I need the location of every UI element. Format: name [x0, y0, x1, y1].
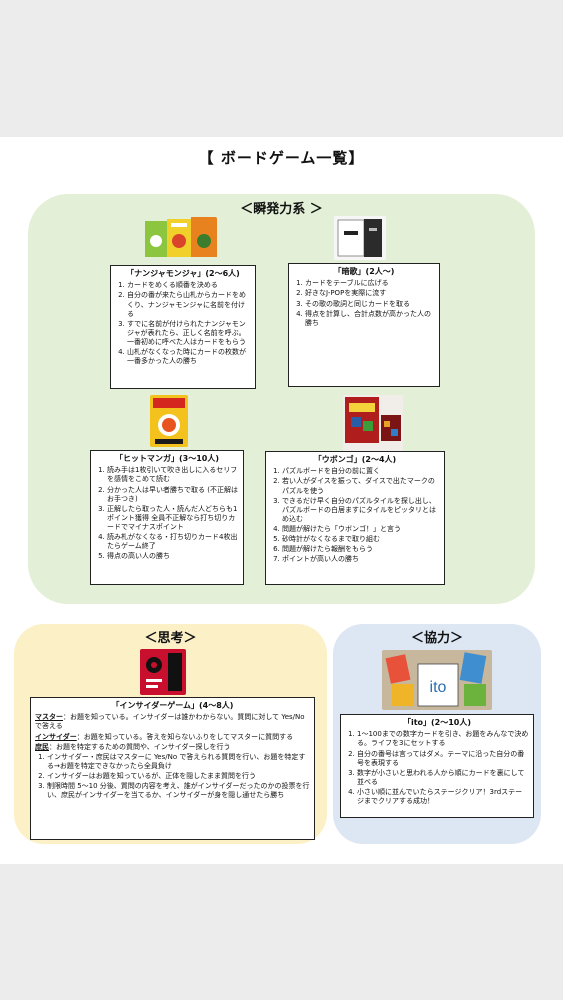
svg-text:ito: ito — [430, 679, 447, 696]
ito-step: 1〜100までの数字カードを引き、お題をみんなで決める。ライフを3にセットする — [357, 730, 529, 748]
role-commoner: 庶民：お題を特定するための質問や、インサイダー探しを行う — [35, 742, 231, 751]
nanja-step: 自分の番が来たら山札からカードをめくり、ナンジャモンジャに名前を付ける — [127, 291, 251, 318]
hitmanga-step: 読み手は1枚引いて吹き出しに入るセリフを感情をこめて読む — [107, 466, 239, 484]
nanja-title: 「ナンジャモンジャ」(2〜6人) — [126, 269, 240, 278]
ito-title: 「ito」(2〜10人) — [402, 718, 472, 727]
document-page: 【 ボードゲーム一覧】 ＜瞬発力系 ＞ 「ナンジャモンジャ」(2〜6人) カード… — [0, 137, 563, 864]
ubongo-title: 「ウボンゴ」(2〜4人) — [313, 455, 397, 464]
section-title-coop: ＜協力＞ — [410, 631, 463, 646]
hitmanga-steps: 読み手は1枚引いて吹き出しに入るセリフを感情をこめて読む 分かった人は早い者勝ち… — [95, 466, 239, 561]
anka-step: 好きなJ-POPを実際に流す — [305, 289, 435, 298]
hitmanga-step: 得点の高い人の勝ち — [107, 552, 239, 561]
hitmanga-title: 「ヒットマンガ」(3〜10人) — [114, 454, 219, 463]
nanja-step: 山札がなくなった時にカードの枚数が一番多かった人の勝ち — [127, 348, 251, 366]
insider-title: 「インサイダーゲーム」(4〜8人) — [111, 701, 234, 710]
role-master: マスター：お題を知っている。インサイダーは誰かわからない。質問に対して Yes/… — [35, 713, 305, 731]
hitmanga-step: 正解したら取った人・読んだ人どちらも1ポイント獲得 全員不正解なら打ち切りカード… — [107, 505, 239, 532]
hitmanga-step: 分かった人は早い者勝ちで取る (不正解はお手つき) — [107, 486, 239, 504]
ubongo-card: 「ウボンゴ」(2〜4人) パズルボードを自分の前に置く 若い人がダイスを振って、… — [265, 451, 445, 585]
insider-steps: インサイダー・庶民はマスターに Yes/No で答えられる質問を行い、お題を特定… — [35, 753, 310, 800]
section-title-thinking: ＜思考＞ — [144, 631, 197, 646]
anka-box-image — [334, 216, 386, 260]
ito-steps: 1〜100までの数字カードを引き、お題をみんなで決める。ライフを3にセットする … — [345, 730, 529, 806]
ubongo-step: できるだけ早く自分のパズルタイルを探し出し、パズルボードの白居ますにタイルをピッ… — [282, 497, 440, 524]
role-insider: インサイダー：お題を知っている。答えを知らないふりをしてマスターに質問する — [35, 732, 294, 741]
anka-step: 得点を計算し、合計点数が高かった人の勝ち — [305, 310, 435, 328]
anka-step: その歌の歌詞と同じカードを取る — [305, 300, 435, 309]
nanja-box-image — [145, 217, 217, 257]
ito-step: 数字が小さいと思われる人から順にカードを裏にして並べる — [357, 769, 529, 787]
insider-step: インサイダー・庶民はマスターに Yes/No で答えられる質問を行い、お題を特定… — [47, 753, 310, 771]
ubongo-step: ポイントが高い人の勝ち — [282, 555, 440, 564]
insider-card: 「インサイダーゲーム」(4〜8人) マスター：お題を知っている。インサイダーは誰… — [30, 697, 315, 840]
hitmanga-box-image — [150, 395, 188, 447]
ubongo-step: 若い人がダイスを振って、ダイスで出たマークの パズルを使う — [282, 477, 440, 495]
ito-step: 自分の番号は言ってはダメ。テーマに沿った自分の番号を表現する — [357, 750, 529, 768]
nanja-card: 「ナンジャモンジャ」(2〜6人) カードをめくる順番を決める 自分の番が来たら山… — [110, 265, 256, 389]
anka-title: 「暗歌」(2人〜) — [333, 267, 395, 276]
ito-card: 「ito」(2〜10人) 1〜100までの数字カードを引き、お題をみんなで決める… — [340, 714, 534, 818]
anka-card: 「暗歌」(2人〜) カードをテーブルに広げる 好きなJ-POPを実際に流す その… — [288, 263, 440, 387]
ubongo-step: パズルボードを自分の前に置く — [282, 467, 440, 476]
section-title-instant: ＜瞬発力系 ＞ — [240, 202, 323, 217]
nanja-steps: カードをめくる順番を決める 自分の番が来たら山札からカードをめくり、ナンジャモン… — [115, 281, 251, 366]
page-title: 【 ボードゲーム一覧】 — [198, 149, 365, 167]
ubongo-box-image — [343, 395, 403, 451]
nanja-step: カードをめくる順番を決める — [127, 281, 251, 290]
ubongo-step: 砂時計がなくなるまで取り組む — [282, 535, 440, 544]
ubongo-steps: パズルボードを自分の前に置く 若い人がダイスを振って、ダイスで出たマークの パズ… — [270, 467, 440, 564]
hitmanga-step: 読み札がなくなる・打ち切りカード4枚出たらゲーム終了 — [107, 533, 239, 551]
anka-step: カードをテーブルに広げる — [305, 279, 435, 288]
anka-steps: カードをテーブルに広げる 好きなJ-POPを実際に流す その歌の歌詞と同じカード… — [293, 279, 435, 327]
ubongo-step: 問題が解けたら報酬をもらう — [282, 545, 440, 554]
ubongo-step: 問題が解けたら「ウボンゴ！」と言う — [282, 525, 440, 534]
insider-step: インサイダーはお題を知っているが、正体を隠したまま質問を行う — [47, 772, 310, 781]
insider-step: 制限時間 5〜10 分後、質問の内容を考え、誰がインサイダーだったのかの投票を行… — [47, 782, 310, 800]
ito-cards-image: ito — [382, 650, 492, 710]
nanja-step: すでに名前が付けられたナンジャモンジャが表れたら、正しく名前を呼ぶ。一番初めに呼… — [127, 320, 251, 347]
hitmanga-card: 「ヒットマンガ」(3〜10人) 読み手は1枚引いて吹き出しに入るセリフを感情をこ… — [90, 450, 244, 585]
ito-step: 小さい順に並んでいたらステージクリア！3rdステージまでクリアする成功！ — [357, 788, 529, 806]
insider-box-image — [140, 649, 186, 695]
